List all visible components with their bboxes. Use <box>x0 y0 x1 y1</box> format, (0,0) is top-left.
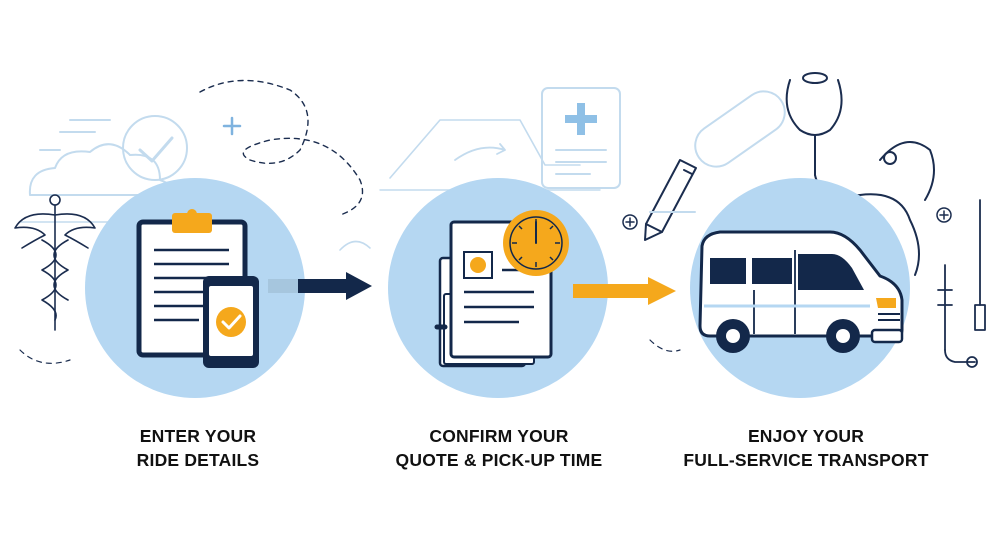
dashed-route-line <box>199 79 364 216</box>
curve-arrow-icon <box>339 240 371 251</box>
check-mark-icon <box>221 314 242 330</box>
ground-line <box>389 119 581 179</box>
caduceus-icon <box>14 194 96 331</box>
clipboard-clip <box>172 213 212 233</box>
plus-circle-icon <box>622 207 952 230</box>
record-lines <box>555 149 607 175</box>
step-2-label-line-2: QUOTE & PICK-UP TIME <box>395 450 603 470</box>
check-circle-icon <box>216 307 246 337</box>
pill-icon <box>694 90 786 168</box>
step-3-label-line-2: FULL-SERVICE TRANSPORT <box>683 450 929 470</box>
arrow-right-icon <box>268 272 372 300</box>
step-1-label: ENTER YOUR RIDE DETAILS <box>48 424 348 472</box>
medical-plus-icon <box>565 103 597 135</box>
step-2-label-line-1: CONFIRM YOUR <box>429 426 569 446</box>
check-mark-icon <box>138 136 174 163</box>
dashed-route-line <box>649 339 681 352</box>
step-2-label: CONFIRM YOUR QUOTE & PICK-UP TIME <box>349 424 649 472</box>
curve-arrow-icon <box>454 143 506 161</box>
dashed-route-line <box>19 349 71 364</box>
medical-record-icon <box>541 87 621 189</box>
step-1-label-line-2: RIDE DETAILS <box>136 450 260 470</box>
step-3-label-line-1: ENJOY YOUR <box>747 426 865 446</box>
dash-line <box>39 119 111 151</box>
van-icon <box>698 230 904 353</box>
step-3-label: ENJOY YOUR FULL-SERVICE TRANSPORT <box>656 424 956 472</box>
clipboard-phone-icon <box>136 209 259 368</box>
iv-pole-icon <box>937 199 986 368</box>
check-circle-icon <box>122 115 188 181</box>
arrow-right-icon <box>573 277 676 305</box>
plus-icon <box>222 116 242 136</box>
document-clock-icon <box>434 210 569 368</box>
step-1-label-line-1: ENTER YOUR <box>139 426 257 446</box>
cloud-icon <box>28 143 173 196</box>
pen-icon <box>644 159 697 241</box>
